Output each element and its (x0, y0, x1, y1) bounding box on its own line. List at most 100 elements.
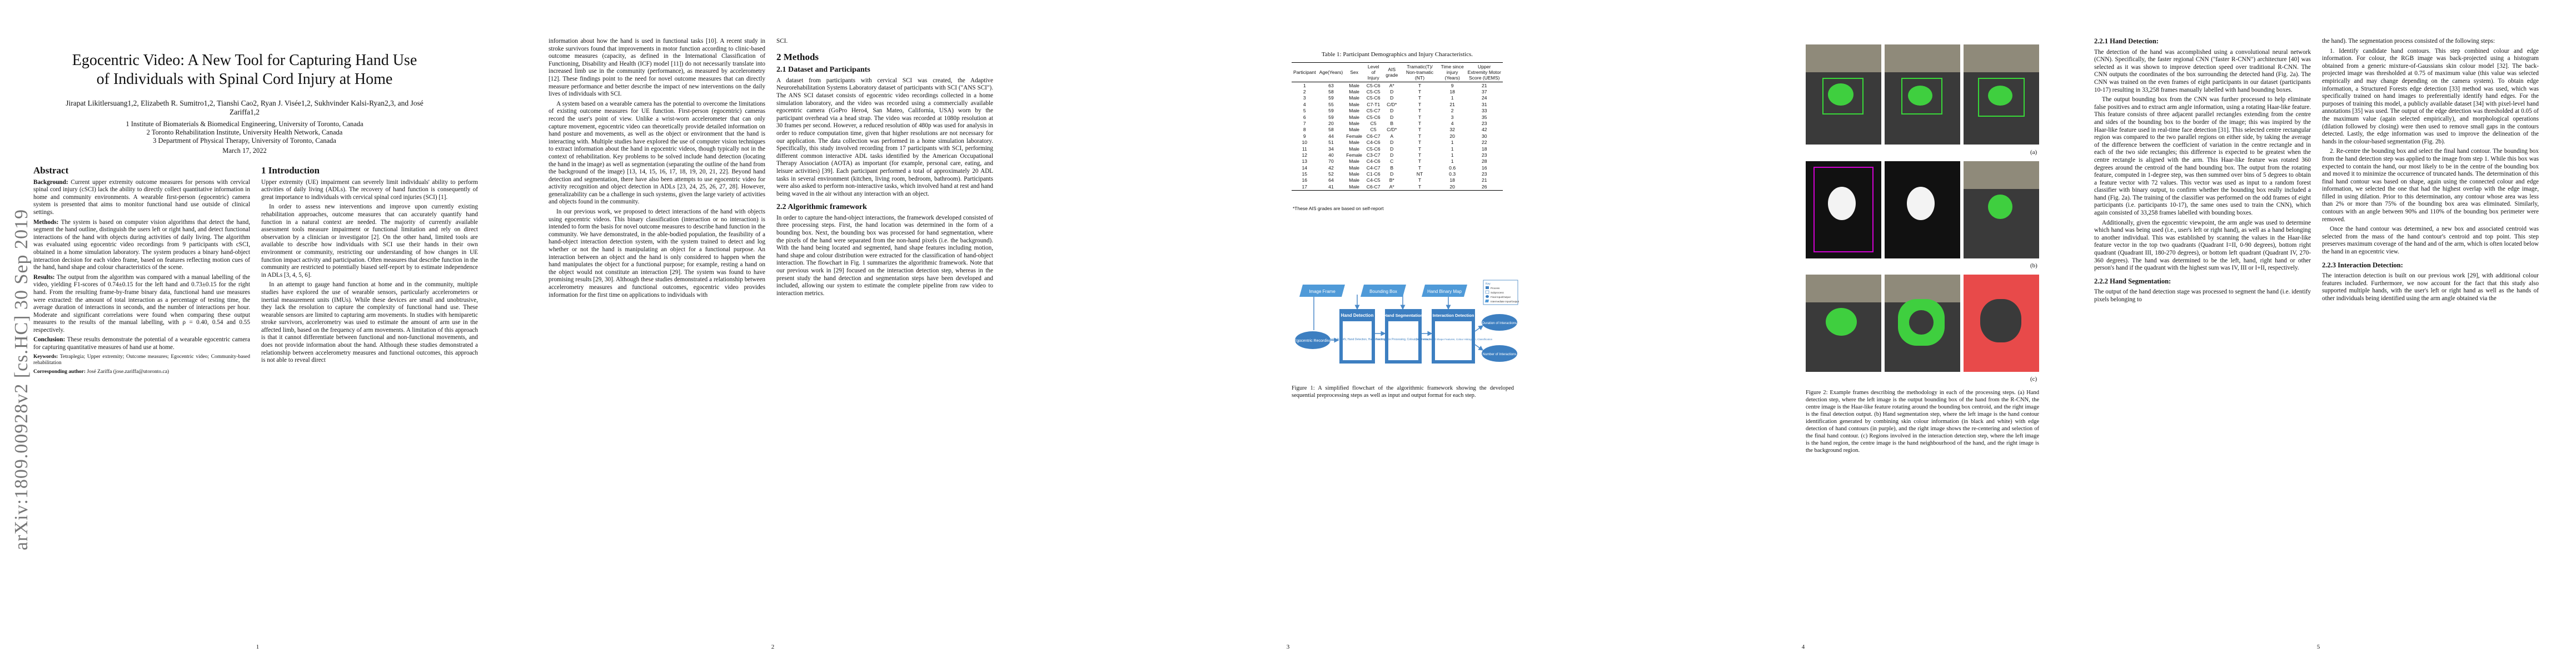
frame-image (1806, 161, 1881, 258)
interaction-detection-sub (1435, 321, 1472, 360)
bounding-box-label: Bounding Box (1369, 289, 1397, 294)
table-cell: 59 (1328, 114, 1334, 120)
paragraph: SCI. (776, 38, 788, 44)
table-cell: 70 (1328, 158, 1334, 165)
hand-segmentation-sub (1388, 321, 1418, 360)
frame-image (1964, 44, 2039, 145)
table-cell: 3 (1303, 95, 1306, 101)
legend-io: Final Input/Output (1491, 296, 1511, 298)
page-number: 2 (771, 644, 775, 650)
table-cell: 24 (1481, 95, 1487, 101)
table-cell: C5-C6 (1366, 114, 1381, 120)
legend-process: Process (1491, 287, 1500, 290)
table-cell: 7 (1303, 120, 1306, 126)
table-cell: 51 (1328, 140, 1334, 146)
table-cell: 18 (1449, 177, 1455, 183)
text: Current upper extremity outcome measures… (33, 178, 250, 216)
hand-binary-map-label: Hand Binary Map (1427, 289, 1462, 294)
paragraph: information about how the hand is used i… (549, 38, 765, 98)
table-cell: C5-C6 (1366, 82, 1381, 88)
affiliation-2: 2 Toronto Rehabilitation Institute, Univ… (146, 128, 343, 136)
text: The system is based on computer vision a… (33, 218, 250, 271)
table-cell: C4-C5 (1366, 177, 1381, 183)
table-cell: 55 (1328, 101, 1334, 107)
column-right: the hand). The segmentation process cons… (2322, 38, 2539, 599)
table-cell: 3 (1451, 114, 1454, 120)
introduction-column: 1 Introduction Upper extremity (UE) impa… (261, 167, 478, 600)
table-cell: 58 (1328, 127, 1334, 133)
table-cell: A (1390, 133, 1394, 139)
label: Corresponding author: (33, 369, 86, 375)
table-cell: Male (1349, 146, 1359, 152)
table-header-cell: Age(Years) (1317, 62, 1345, 82)
legend-title: Key (1486, 282, 1491, 286)
page-5: 2.2.1 Hand Detection: The detection of t… (2061, 0, 2576, 667)
table-cell: T (1418, 146, 1422, 152)
table-header-cell: Upper Extremity Motor Score (UEMS) (1466, 62, 1503, 82)
table-cell: Male (1349, 95, 1359, 101)
table-cell: 32 (1449, 127, 1455, 133)
arxiv-identifier: arXiv:1809.00928v2 [cs.HC] 30 Sep 2019 (11, 208, 32, 550)
table-cell: 2 (1303, 88, 1306, 94)
table-cell: D (1390, 146, 1394, 152)
table-cell: Male (1349, 171, 1359, 177)
table-cell: Male (1349, 140, 1359, 146)
table-cell: 6 (1303, 114, 1306, 120)
table-cell: Male (1349, 114, 1359, 120)
table-cell: Female (1346, 133, 1362, 139)
table-cell: C7-T1 (1367, 101, 1381, 107)
paragraph: In our previous work, we proposed to det… (549, 208, 765, 298)
paragraph: Additionally, given the egocentric viewp… (2094, 219, 2311, 272)
table-cell: C4-C6 (1366, 140, 1381, 146)
frame-image (1885, 44, 1960, 145)
paragraph: A dataset from participants with cervica… (776, 77, 993, 197)
table-cell: 17 (1292, 183, 1318, 191)
table-cell: T (1418, 101, 1422, 107)
label: Background: (33, 178, 68, 186)
table-header-cell: Level of Injury (1363, 62, 1383, 82)
table-cell: 34 (1328, 146, 1334, 152)
table-cell: 10 (1302, 140, 1308, 146)
paragraph: In an attempt to gauge hand function at … (261, 281, 478, 364)
image-frame-label: Image Frame (1309, 289, 1336, 294)
table-cell: 59 (1328, 95, 1334, 101)
table-cell: 42 (1328, 165, 1334, 171)
table-cell: C/D* (1387, 127, 1397, 133)
table-header-cell: Sex (1344, 62, 1364, 82)
page-number: 5 (2316, 644, 2320, 650)
table-cell: T (1418, 140, 1422, 146)
flow-legend: Key Process Subprocess Final Input/Outpu… (1483, 280, 1519, 305)
page-1: arXiv:1809.00928v2 [cs.HC] 30 Sep 2019 E… (0, 0, 515, 667)
table-cell: 1 (1303, 82, 1306, 88)
text: Tetraplegia; Upper extremity; Outcome me… (33, 354, 250, 366)
abstract-background: Background: Current upper extremity outc… (33, 179, 250, 217)
table-cell: C5-C6 (1366, 146, 1381, 152)
table-cell: 11 (1302, 146, 1307, 152)
paragraph: Once the hand contour was determined, a … (2322, 226, 2539, 256)
table-cell: 5 (1303, 108, 1306, 114)
interaction-detection-heading: 2.2.3 Interaction Detection: (2322, 261, 2403, 269)
table-cell: 15 (1302, 171, 1308, 177)
table-cell: T (1418, 133, 1422, 139)
arxiv-stamp: arXiv:1809.00928v2 [cs.HC] 30 Sep 2019 (8, 111, 32, 556)
table-cell: C3-C7 (1366, 152, 1381, 158)
table-cell: 20 (1449, 133, 1455, 139)
table-cell: Male (1344, 183, 1364, 191)
table-cell: 21 (1449, 101, 1455, 107)
table-cell: 1 (1451, 158, 1454, 165)
interaction-detection-sub-label: Optical Flow, Hand Shape Features, Colou… (1414, 338, 1493, 341)
abstract-column: Abstract Background: Current upper extre… (33, 167, 250, 600)
table-cell: Male (1349, 101, 1359, 107)
text: These results demonstrate the potential … (33, 336, 250, 351)
table-cell: T (1418, 120, 1422, 126)
table-cell: C5-C7 (1366, 108, 1381, 114)
table-cell: B (1390, 165, 1394, 171)
table-cell: C6-C7 (1366, 133, 1381, 139)
